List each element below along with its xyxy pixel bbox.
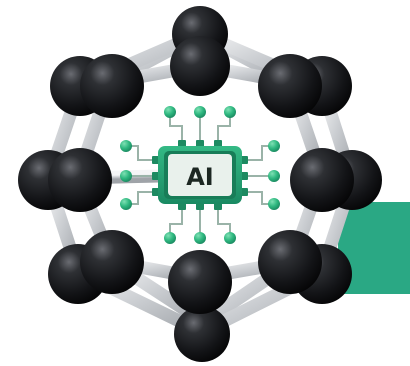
atom: [80, 54, 144, 118]
atom: [168, 250, 232, 314]
circuit-node: [120, 140, 132, 152]
atom: [48, 148, 112, 212]
circuit-node: [268, 198, 280, 210]
trace: [169, 114, 183, 146]
circuit-node: [164, 106, 176, 118]
trace: [217, 204, 231, 236]
trace: [217, 114, 231, 146]
chip-label: AI: [186, 163, 214, 191]
atom: [290, 148, 354, 212]
atom: [80, 230, 144, 294]
atom: [170, 36, 230, 96]
atom: [258, 54, 322, 118]
trace: [169, 204, 183, 236]
atom: [174, 306, 230, 362]
circuit-node: [194, 106, 206, 118]
trace: [242, 191, 272, 205]
circuit-traces: [128, 114, 272, 236]
ai-chip: AI: [158, 146, 242, 204]
trace: [242, 145, 272, 161]
circuit-node: [268, 140, 280, 152]
circuit-node: [224, 106, 236, 118]
circuit-node: [224, 232, 236, 244]
chip-face: [168, 154, 232, 196]
circuit-node: [164, 232, 176, 244]
circuit-nodes: [120, 106, 280, 244]
atom: [258, 230, 322, 294]
trace: [128, 145, 158, 161]
molecule-atoms-front: [48, 36, 354, 314]
circuit-node: [120, 198, 132, 210]
circuit-node: [268, 170, 280, 182]
circuit-node: [120, 170, 132, 182]
trace: [128, 191, 158, 205]
circuit-node: [194, 232, 206, 244]
